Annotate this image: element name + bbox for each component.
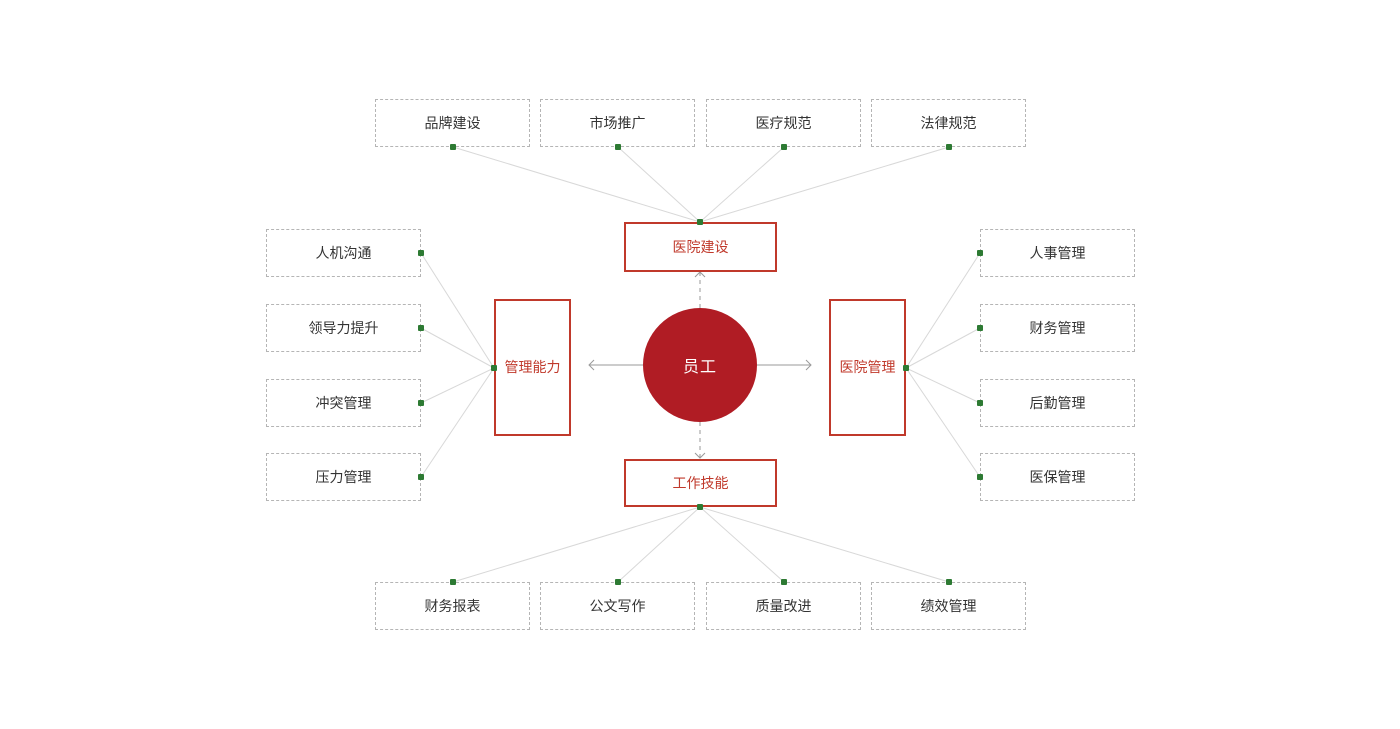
leaf-node-hospital-management-0[interactable]: 人事管理 [980,229,1135,277]
leaf-node-hospital-construction-1-label: 市场推广 [589,114,646,131]
leaf-node-hospital-management-2-label: 后勤管理 [1029,394,1086,411]
branch-node-work-skills-label: 工作技能 [672,474,729,491]
connector-dot-management-ability-2 [418,400,424,406]
connector-dot-work-skills-0 [450,579,456,585]
arrow-head-hospital-construction [694,271,706,278]
branch-node-management-ability-label: 管理能力 [504,359,561,376]
connector-dot-hub-work-skills [697,504,703,510]
arrow-head-hospital-management [805,359,812,371]
leaf-node-management-ability-1-label: 领导力提升 [308,319,379,336]
connector-dot-management-ability-3 [418,474,424,480]
leaf-node-hospital-management-1[interactable]: 财务管理 [980,304,1135,352]
leaf-node-hospital-management-3[interactable]: 医保管理 [980,453,1135,501]
leaf-node-hospital-construction-3-label: 法律规范 [920,114,977,131]
arrow-head-work-skills [694,452,706,459]
connector-dot-hospital-management-3 [977,474,983,480]
leaf-node-management-ability-0-label: 人机沟通 [315,244,372,261]
branch-node-hospital-construction[interactable]: 医院建设 [624,222,777,272]
leaf-node-management-ability-0[interactable]: 人机沟通 [266,229,421,277]
leaf-node-management-ability-2-label: 冲突管理 [315,394,372,411]
connector-dot-hospital-management-2 [977,400,983,406]
leaf-node-work-skills-3[interactable]: 绩效管理 [871,582,1026,630]
leaf-node-work-skills-1[interactable]: 公文写作 [540,582,695,630]
connector-dot-work-skills-2 [781,579,787,585]
connector-dot-hub-hospital-management [903,365,909,371]
connector-dot-hospital-construction-2 [781,144,787,150]
connector-dot-work-skills-1 [615,579,621,585]
connector-dot-management-ability-1 [418,325,424,331]
branch-node-management-ability[interactable]: 管理能力 [494,299,571,436]
leaf-node-work-skills-0[interactable]: 财务报表 [375,582,530,630]
leaf-node-hospital-construction-0-label: 品牌建设 [424,114,481,131]
leaf-node-management-ability-2[interactable]: 冲突管理 [266,379,421,427]
connector-dot-management-ability-0 [418,250,424,256]
branch-node-hospital-management[interactable]: 医院管理 [829,299,906,436]
leaf-node-hospital-construction-2[interactable]: 医疗规范 [706,99,861,147]
leaf-node-hospital-management-2[interactable]: 后勤管理 [980,379,1135,427]
branch-node-hospital-construction-label: 医院建设 [672,238,729,255]
connector-dot-hub-hospital-construction [697,219,703,225]
branch-node-hospital-management-label: 医院管理 [839,359,896,376]
leaf-node-work-skills-2-label: 质量改进 [755,597,812,614]
arrow-head-management-ability [588,359,595,371]
leaf-node-work-skills-2[interactable]: 质量改进 [706,582,861,630]
center-node-label: 员工 [682,359,717,376]
leaf-node-hospital-construction-2-label: 医疗规范 [755,114,812,131]
leaf-node-work-skills-3-label: 绩效管理 [920,597,977,614]
connector-dot-work-skills-3 [946,579,952,585]
leaf-node-hospital-construction-0[interactable]: 品牌建设 [375,99,530,147]
leaf-node-work-skills-0-label: 财务报表 [424,597,481,614]
branch-node-work-skills[interactable]: 工作技能 [624,459,777,507]
leaf-node-hospital-management-3-label: 医保管理 [1029,468,1086,485]
leaf-node-hospital-management-1-label: 财务管理 [1029,319,1086,336]
connector-dot-hospital-management-0 [977,250,983,256]
leaf-node-work-skills-1-label: 公文写作 [589,597,646,614]
leaf-node-management-ability-3-label: 压力管理 [315,468,372,485]
connector-dot-hospital-construction-0 [450,144,456,150]
connector-dot-hospital-construction-3 [946,144,952,150]
leaf-node-hospital-construction-1[interactable]: 市场推广 [540,99,695,147]
connector-dot-hospital-management-1 [977,325,983,331]
leaf-node-management-ability-3[interactable]: 压力管理 [266,453,421,501]
center-node[interactable]: 员工 [643,308,757,422]
leaf-node-management-ability-1[interactable]: 领导力提升 [266,304,421,352]
leaf-node-hospital-construction-3[interactable]: 法律规范 [871,99,1026,147]
connector-dot-hospital-construction-1 [615,144,621,150]
leaf-node-hospital-management-0-label: 人事管理 [1029,244,1086,261]
connector-dot-hub-management-ability [491,365,497,371]
